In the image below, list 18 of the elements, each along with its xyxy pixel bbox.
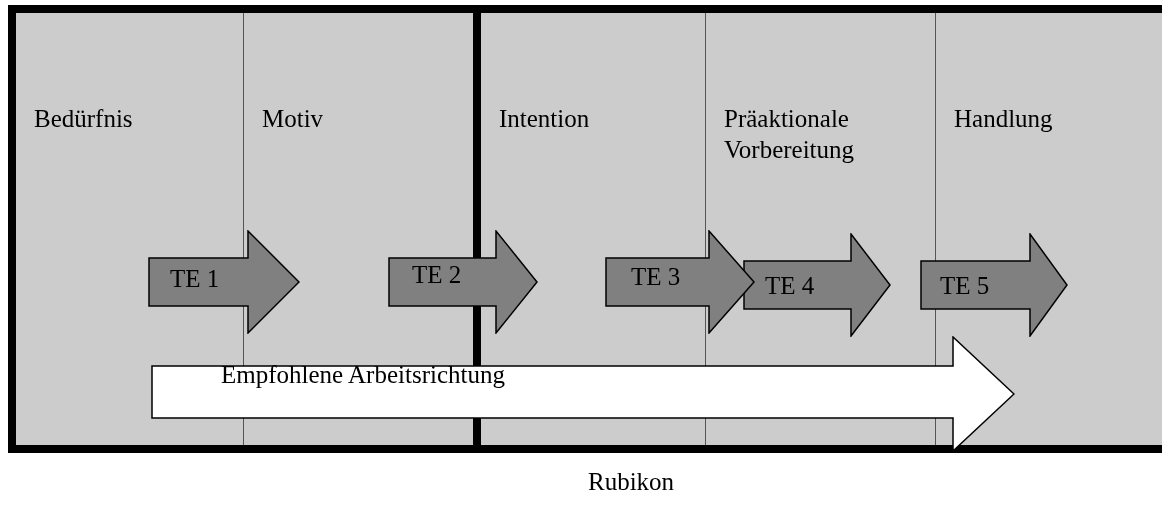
step-tag: [605, 230, 755, 334]
step-tag: [388, 230, 538, 334]
arrow-label: TE 2: [412, 260, 462, 290]
boundary-label: Rubikon: [588, 468, 675, 496]
arrow-label: TE 1: [170, 264, 220, 294]
arrow-label: Empfohlene Arbeitsrichtung: [221, 360, 505, 390]
step-tag: [148, 230, 300, 334]
arrow-label: TE 4: [765, 271, 815, 301]
step-tag: [743, 233, 891, 337]
column-heading: Bedürfnis: [34, 104, 134, 134]
direction-banner: [151, 336, 1015, 452]
column-heading: Handlung: [954, 104, 1054, 134]
column-heading: Motiv: [262, 104, 325, 134]
arrow-label: TE 3: [631, 262, 681, 292]
arrow-label: TE 5: [940, 271, 990, 301]
step-tag: [920, 233, 1068, 337]
column-heading: Präaktionale Vorbereitung: [724, 104, 856, 165]
column-heading: Intention: [499, 104, 591, 134]
